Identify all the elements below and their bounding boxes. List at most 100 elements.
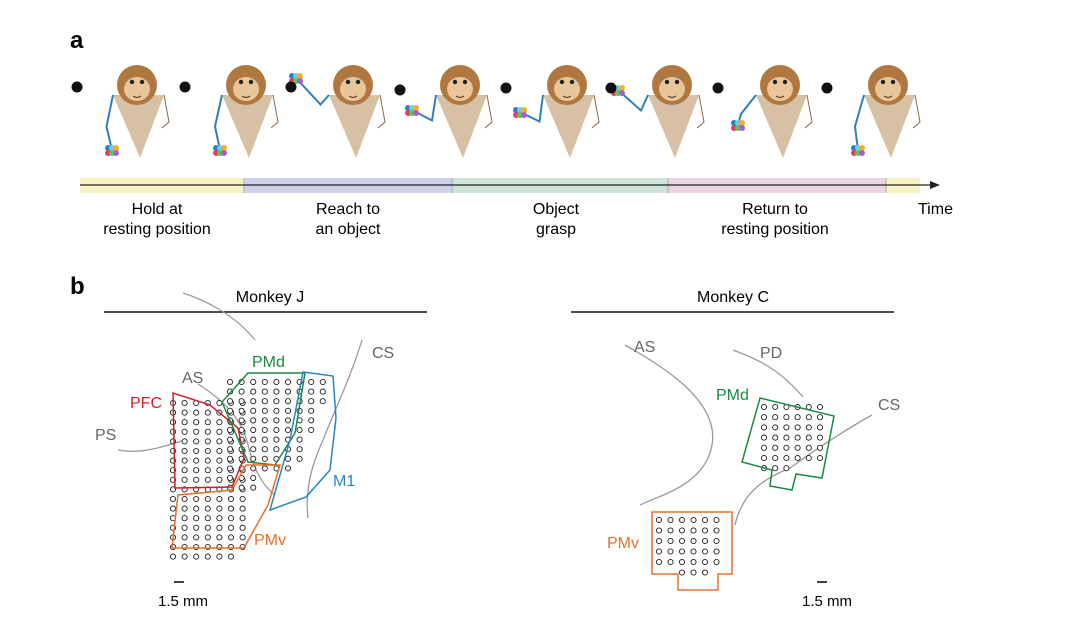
electrode <box>181 438 188 445</box>
electrode <box>250 465 257 472</box>
electrode <box>308 407 315 414</box>
electrode <box>227 515 235 522</box>
electrode <box>181 457 188 464</box>
electrode <box>250 436 257 443</box>
monkey-figure <box>500 65 600 158</box>
electrode <box>701 558 709 566</box>
electrode <box>204 476 211 483</box>
monkey-j-sulcus-as <box>197 383 276 496</box>
electrode <box>226 436 234 443</box>
monkey-body <box>864 95 915 158</box>
monkey-eye <box>129 79 135 85</box>
monkey-reaching-arm <box>105 94 114 151</box>
monkey-eye <box>890 79 896 85</box>
electrode <box>273 407 280 414</box>
electrode <box>181 553 188 560</box>
electrode <box>226 426 234 434</box>
monkey-j-electrode-grid <box>169 378 326 560</box>
electrode <box>204 409 211 416</box>
electrode <box>284 378 292 386</box>
monkey-hand-marker <box>221 145 227 151</box>
target-object <box>605 82 617 94</box>
monkey-eye <box>139 79 145 85</box>
electrode <box>226 407 234 414</box>
electrode <box>181 447 188 455</box>
electrode <box>816 454 824 462</box>
electrode <box>284 388 292 395</box>
electrode <box>226 378 234 386</box>
electrode <box>181 524 188 531</box>
electrode <box>193 428 200 435</box>
panel-a-label: a <box>70 27 84 54</box>
monkey-eye <box>664 79 670 85</box>
electrode <box>713 558 720 566</box>
electrode <box>193 409 200 416</box>
monkey-eye <box>355 79 361 85</box>
monkey-eye <box>462 79 468 85</box>
electrode <box>701 548 709 555</box>
monkey-hand-marker <box>113 150 119 156</box>
electrode <box>308 388 315 395</box>
electrode <box>216 428 223 435</box>
electrode <box>713 516 720 524</box>
electrode <box>273 378 280 386</box>
electrode <box>713 527 720 534</box>
monkey-j-label-pfc: PFC <box>130 395 162 412</box>
electrode <box>713 548 720 555</box>
monkey-c-scale-label: 1.5 mm <box>802 593 852 610</box>
monkey-eye <box>674 79 680 85</box>
electrode <box>216 495 223 503</box>
electrode <box>783 414 790 421</box>
electrode <box>772 403 779 411</box>
monkey-eye <box>452 79 458 85</box>
monkey-right-arm <box>696 94 705 129</box>
electrode <box>772 424 779 431</box>
monkey-j-scale-label: 1.5 mm <box>158 593 208 610</box>
monkey-mouth <box>455 95 465 99</box>
electrode <box>193 457 200 464</box>
electrode <box>667 558 674 566</box>
electrode <box>250 446 257 453</box>
electrode <box>805 424 812 431</box>
electrode <box>273 388 280 395</box>
electrode <box>772 414 779 421</box>
electrode <box>193 447 200 455</box>
monkey-j-sulcus-ps <box>117 439 186 452</box>
electrode <box>226 474 234 482</box>
electrode <box>216 543 223 551</box>
electrode <box>794 414 801 421</box>
electrode <box>193 438 200 445</box>
phase-4-line1: Return to <box>742 201 808 218</box>
electrode <box>760 444 768 451</box>
monkey-figure <box>605 65 705 158</box>
electrode <box>701 516 709 524</box>
electrode <box>783 424 790 431</box>
monkey-hand-marker <box>619 90 625 96</box>
electrode <box>319 378 326 386</box>
electrode <box>239 505 246 512</box>
electrode <box>227 534 235 541</box>
electrode <box>308 398 315 405</box>
electrode <box>204 524 211 531</box>
electrode <box>261 426 268 434</box>
electrode <box>169 553 177 560</box>
monkey-illustrations <box>71 65 921 158</box>
monkey-mouth <box>241 95 251 99</box>
electrode <box>216 553 223 560</box>
electrode <box>273 436 280 443</box>
electrode <box>284 465 292 472</box>
monkey-figure <box>394 65 493 158</box>
monkey-c-sulcus-cs <box>734 414 873 526</box>
electrode <box>204 553 211 560</box>
electrode <box>760 414 768 421</box>
target-object <box>500 82 512 94</box>
electrode <box>216 447 223 455</box>
target-object <box>179 81 191 93</box>
monkey-body <box>756 95 807 158</box>
monkey-right-arm <box>804 94 813 129</box>
electrode <box>193 495 200 503</box>
electrode <box>227 524 235 531</box>
monkey-mouth <box>883 95 893 99</box>
monkey-reaching-arm <box>295 77 330 106</box>
monkey-reaching-arm <box>853 94 865 151</box>
